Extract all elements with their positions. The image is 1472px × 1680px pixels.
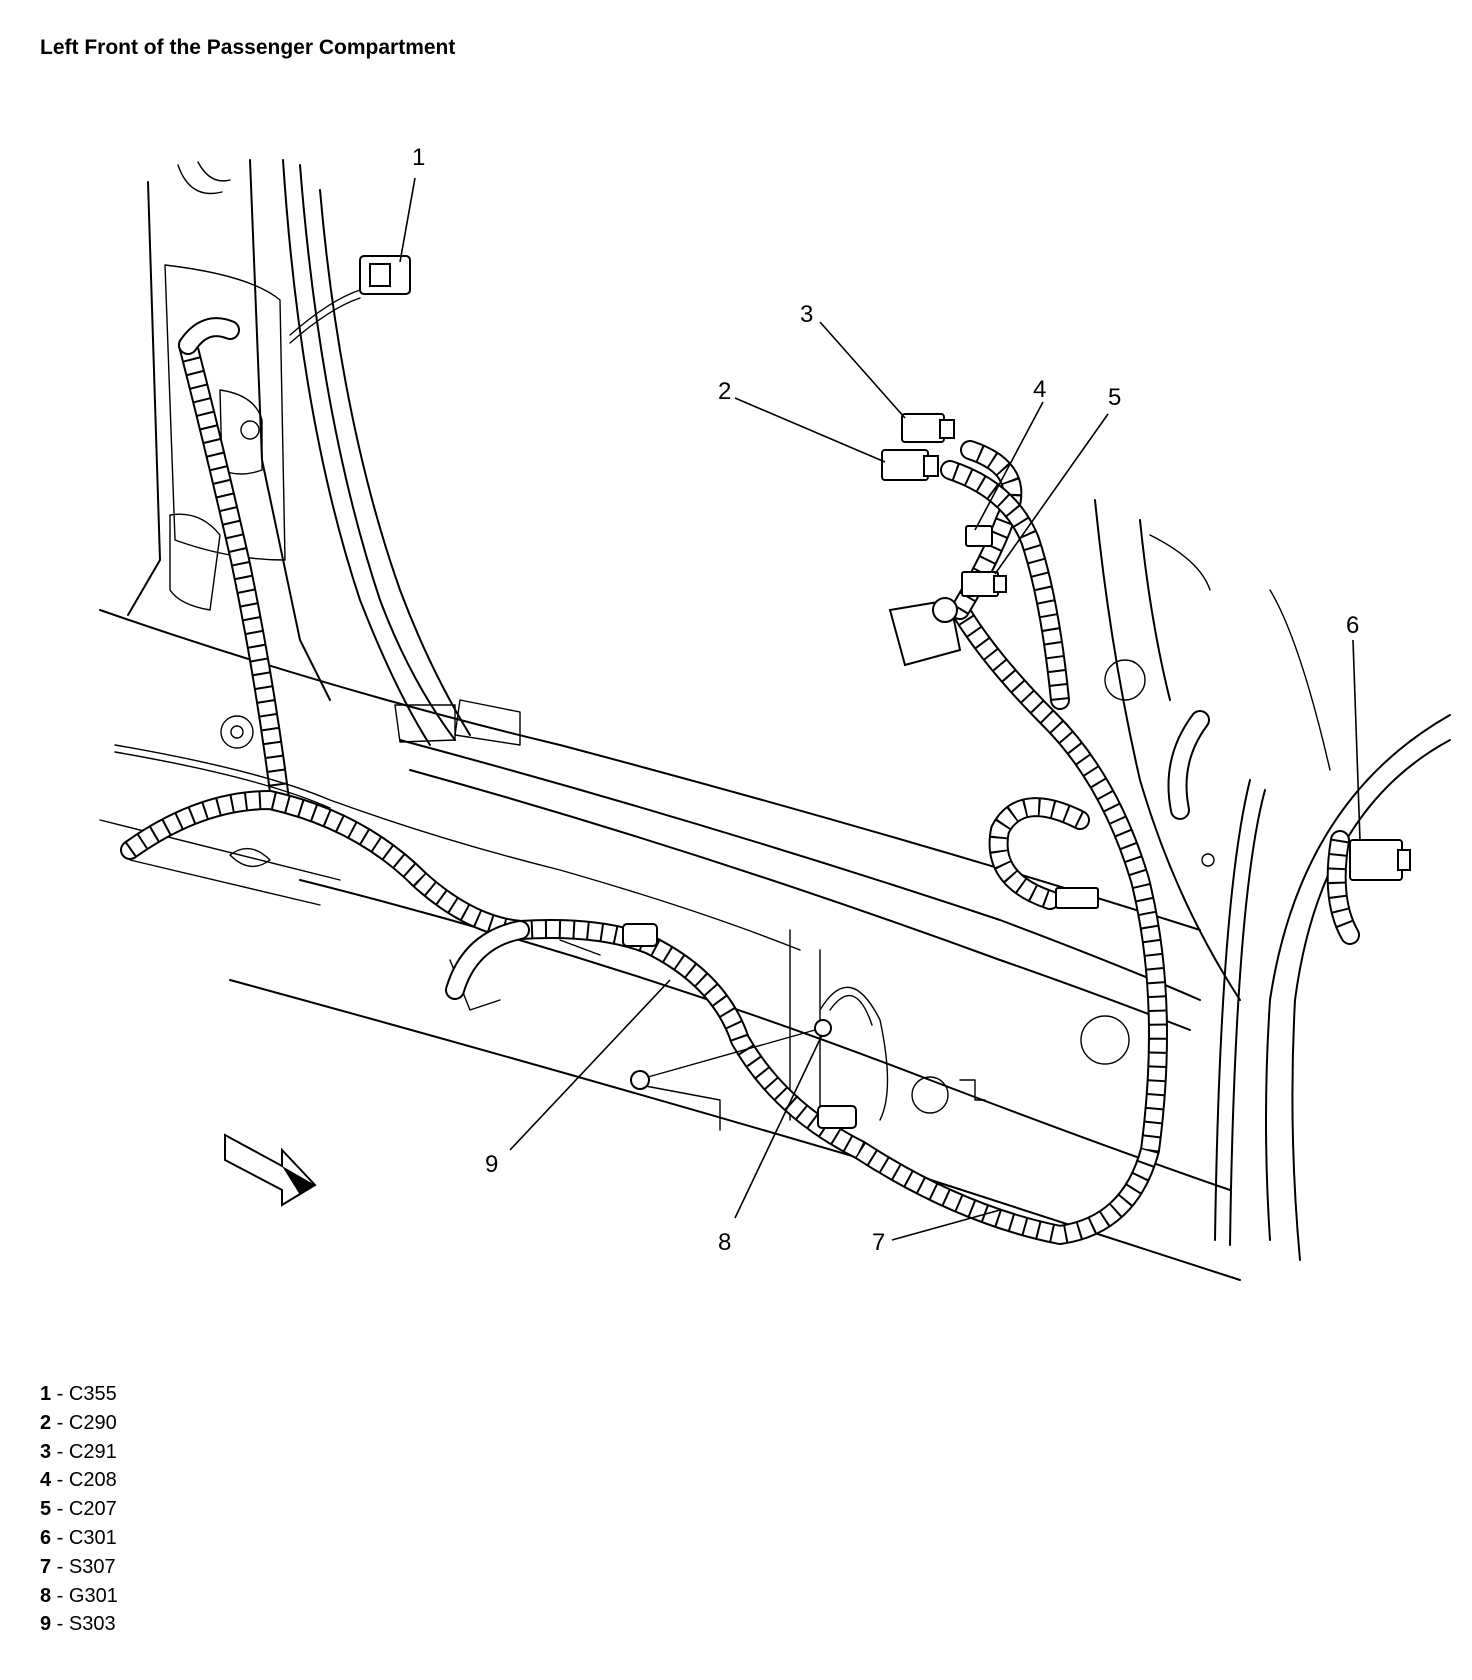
leader-lines: [399, 177, 1361, 1241]
legend-row-9: 9 - S303: [40, 1613, 116, 1636]
callout-6: 6: [1346, 612, 1359, 639]
connector-loop-end: [1055, 887, 1099, 909]
connector-c301: [1349, 839, 1411, 881]
callout-2: 2: [718, 378, 731, 405]
body-structure: [99, 159, 1451, 1281]
legend-row-6: 6 - C301: [40, 1526, 117, 1549]
legend-row-7: 7 - S307: [40, 1555, 116, 1578]
splice-s307: [817, 1105, 857, 1129]
callout-9: 9: [485, 1151, 498, 1178]
legend-row-4: 4 - C208: [40, 1469, 117, 1492]
callout-8: 8: [718, 1229, 731, 1256]
diagram-title: Left Front of the Passenger Compartment: [40, 36, 456, 59]
callout-4: 4: [1033, 376, 1046, 403]
callout-1: 1: [412, 144, 425, 171]
splice-s303: [622, 923, 658, 947]
connector-c291: [901, 413, 955, 443]
connector-c290: [881, 449, 939, 481]
connector-large-kick: [888, 597, 962, 667]
legend-row-3: 3 - C291: [40, 1440, 117, 1463]
wiring-diagram: 1 2 3 4 5 6 7 8 9: [99, 144, 1451, 1281]
forward-arrow-icon: [224, 1133, 317, 1207]
legend-row-2: 2 - C290: [40, 1411, 117, 1434]
ground-bolt-g301: [630, 1019, 832, 1090]
connector-c207: [961, 571, 1007, 597]
legend: 1 - C355 2 - C290 3 - C291 4 - C208 5 - …: [40, 1380, 118, 1639]
legend-row-8: 8 - G301: [40, 1584, 118, 1607]
callout-5: 5: [1108, 384, 1121, 411]
legend-row-1: 1 - C355: [40, 1383, 117, 1405]
connector-c208: [965, 525, 993, 547]
callout-7: 7: [872, 1229, 885, 1256]
wiring-harness: [114, 289, 1360, 1245]
legend-row-5: 5 - C207: [40, 1498, 117, 1521]
callout-3: 3: [800, 301, 813, 328]
connector-c355: [359, 255, 411, 295]
